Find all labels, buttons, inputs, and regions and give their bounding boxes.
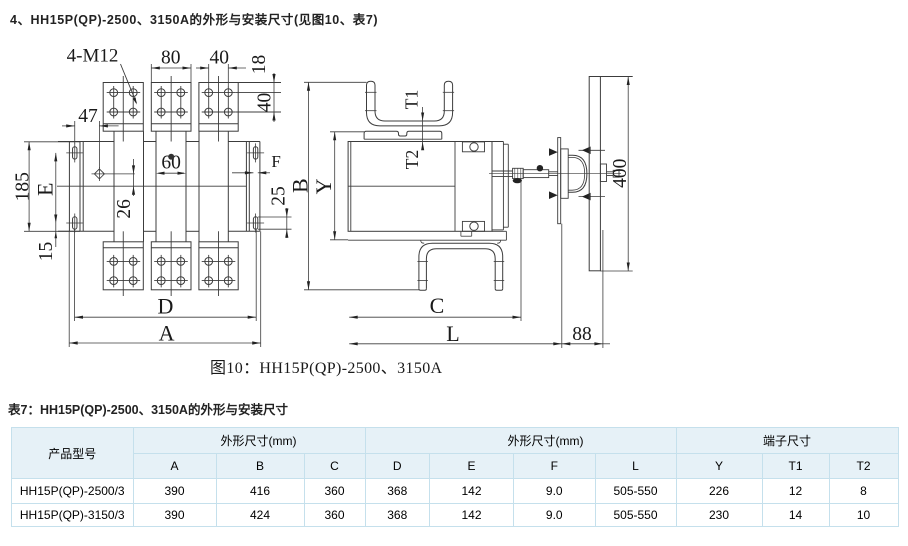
svg-text:25: 25 bbox=[268, 186, 289, 206]
svg-text:47: 47 bbox=[78, 106, 98, 127]
svg-text:4-M12: 4-M12 bbox=[67, 46, 119, 67]
svg-text:40: 40 bbox=[209, 48, 229, 69]
svg-text:18: 18 bbox=[249, 55, 270, 75]
svg-text:60: 60 bbox=[161, 153, 181, 174]
svg-text:D: D bbox=[157, 294, 173, 319]
svg-text:80: 80 bbox=[161, 48, 181, 69]
svg-text:C: C bbox=[430, 293, 445, 318]
svg-text:Y: Y bbox=[311, 178, 336, 194]
svg-text:15: 15 bbox=[36, 242, 57, 262]
svg-text:T1: T1 bbox=[402, 90, 422, 109]
svg-text:A: A bbox=[159, 321, 175, 346]
svg-text:B: B bbox=[288, 178, 313, 193]
svg-text:F: F bbox=[271, 152, 280, 171]
svg-text:88: 88 bbox=[572, 324, 592, 345]
svg-text:T2: T2 bbox=[402, 150, 422, 169]
svg-text:26: 26 bbox=[114, 199, 135, 219]
svg-text:185: 185 bbox=[12, 172, 33, 201]
svg-text:400: 400 bbox=[610, 159, 631, 188]
svg-text:L: L bbox=[446, 321, 459, 346]
svg-text:E: E bbox=[32, 183, 57, 196]
svg-text:40: 40 bbox=[255, 93, 276, 113]
